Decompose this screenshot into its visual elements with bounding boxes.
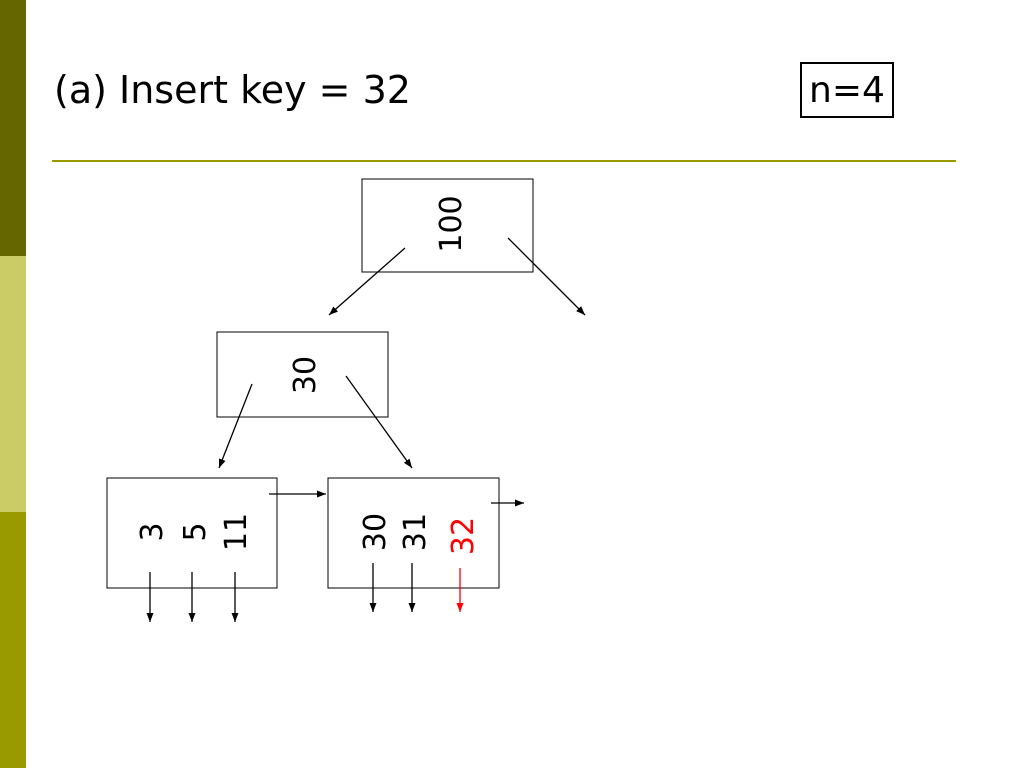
root-node — [361, 178, 534, 273]
leaf-node-left — [106, 477, 278, 589]
internal-right-pointer-arrow — [345, 375, 413, 469]
root-key: 100 — [434, 195, 469, 252]
root-right-pointer-arrow — [507, 237, 586, 316]
leaf-left-key: 3 — [135, 522, 170, 541]
order-label-box: n=4 — [800, 62, 894, 118]
leaf-right-inserted-key: 32 — [446, 517, 481, 555]
root-left-pointer-arrow — [328, 247, 406, 316]
internal-node — [216, 331, 389, 418]
sidebar-band-middle — [0, 256, 26, 512]
sidebar-band-top — [0, 0, 26, 256]
leaf-left-key: 11 — [219, 513, 254, 551]
leaf-right-key: 30 — [358, 513, 393, 551]
sidebar-band-bottom — [0, 512, 26, 768]
internal-left-pointer-arrow — [218, 383, 253, 469]
title-divider — [52, 160, 956, 162]
slide-title: (a) Insert key = 32 — [54, 68, 411, 112]
leaf-left-key: 5 — [178, 522, 213, 541]
internal-key: 30 — [288, 356, 323, 394]
leaf-node-right — [327, 477, 500, 589]
leaf-right-key: 31 — [398, 513, 433, 551]
